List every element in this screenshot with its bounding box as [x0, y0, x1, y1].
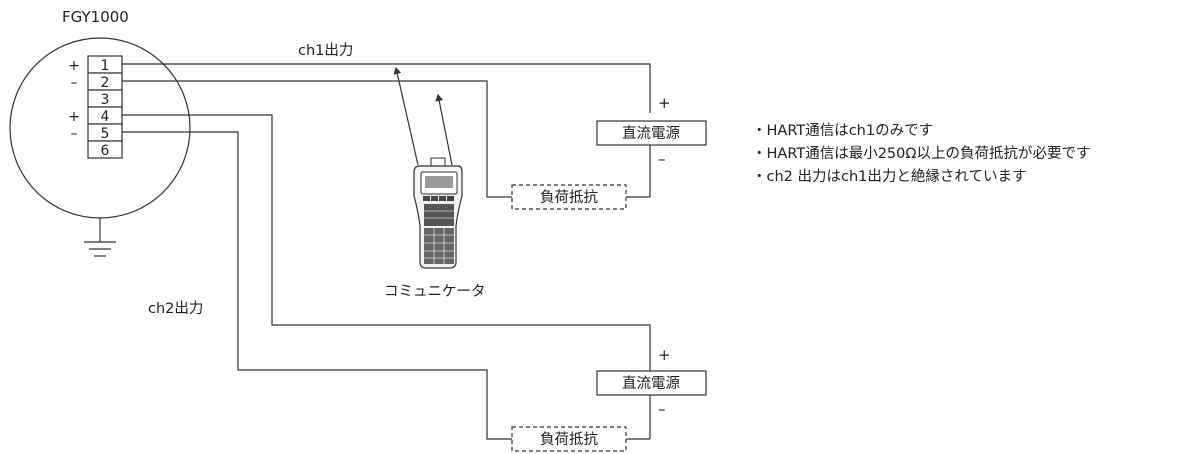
terminal-2-label: 2 [101, 75, 110, 91]
terminal-1-label: 1 [101, 58, 110, 74]
terminal-5-label: 5 [101, 126, 110, 142]
terminal-6-label: 6 [101, 143, 110, 159]
terminal-3-label: 3 [101, 92, 110, 108]
ch1-power-supply [596, 120, 707, 146]
ch2-power-supply-label: 直流電源 [622, 375, 680, 392]
terminal-5-sign: – [71, 126, 78, 142]
communicator-lead-2 [435, 94, 453, 166]
ch1-output-label: ch1出力 [298, 42, 353, 59]
note-item: ・HART通信は最小250Ω以上の負荷抵抗が必要です [752, 146, 1091, 162]
terminal-block: 1 2 3 4 5 6 [87, 55, 123, 159]
notes-list: ・HART通信はch1のみです ・HART通信は最小250Ω以上の負荷抵抗が必要… [752, 120, 1090, 189]
ch1-minus-sign: – [658, 150, 666, 168]
ch1-load-resistor-label: 負荷抵抗 [540, 189, 598, 206]
device-name: FGY1000 [62, 8, 129, 26]
ch2-wiring [122, 114, 651, 440]
communicator-label: コミュニケータ [384, 283, 486, 300]
ch1-load-resistor [511, 184, 627, 210]
ch1-power-supply-label: 直流電源 [622, 125, 680, 142]
terminal-4-sign: + [68, 109, 80, 125]
terminal-6 [87, 140, 123, 159]
terminal-4-label: 4 [101, 109, 110, 125]
ch2-minus-sign: – [658, 400, 666, 418]
ch2-plus-sign: + [658, 346, 671, 364]
terminal-2-sign: – [71, 75, 78, 91]
ch2-load-resistor-label: 負荷抵抗 [540, 431, 598, 448]
note-item: ・ch2 出力はch1出力と絶縁されています [752, 169, 1027, 185]
ch1-wiring [122, 63, 651, 198]
note-item: ・HART通信はch1のみです [752, 123, 934, 139]
communicator-icon [413, 157, 463, 269]
ch2-load-resistor [511, 426, 627, 452]
ch2-power-supply [596, 370, 707, 396]
terminal-1-sign: + [68, 58, 80, 74]
ground-icon [84, 218, 116, 257]
communicator-lead-1 [393, 67, 419, 166]
ch1-plus-sign: + [658, 94, 671, 112]
ch2-output-label: ch2出力 [148, 300, 203, 317]
